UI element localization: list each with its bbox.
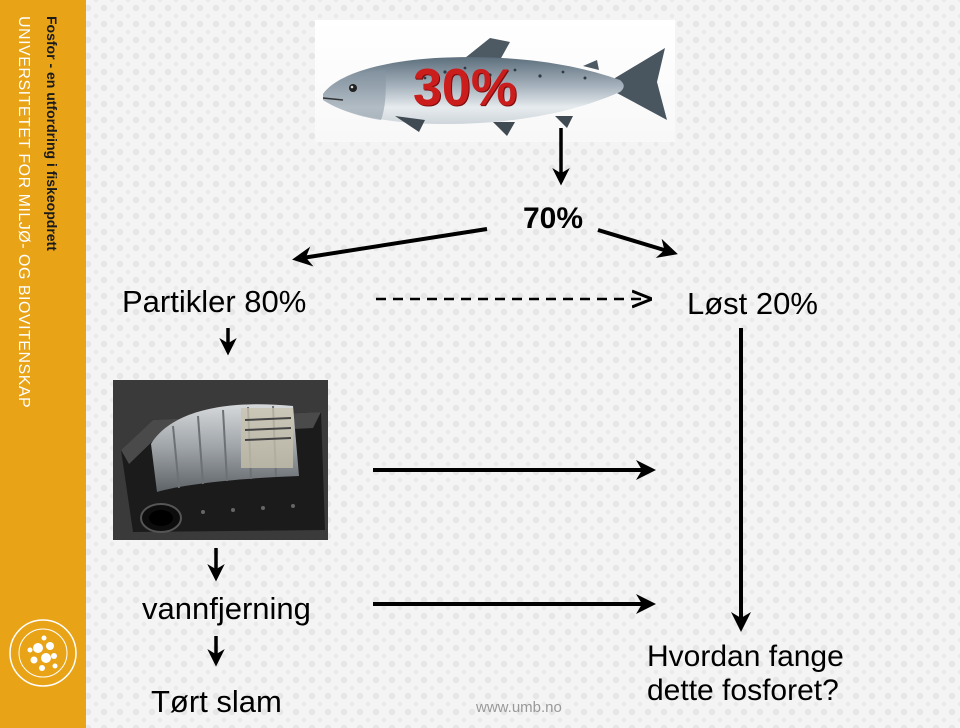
sidebar: UNIVERSITETET FOR MILJØ- OG BIOVITENSKAP… [0,0,86,728]
dissolved-label: Løst 20% [687,286,818,321]
question-line-2: dette fosforet? [647,674,839,707]
drum-filter-icon [113,380,328,540]
presentation-topic: Fosfor - en utfordring i fiskeopdrett [44,16,60,251]
dried-sludge-label: Tørt slam [151,684,282,719]
institution-name: UNIVERSITETET FOR MILJØ- OG BIOVITENSKAP [15,16,32,409]
salmon-image [315,20,675,142]
footer-url[interactable]: www.umb.no [476,699,562,716]
dewatering-label: vannfjerning [142,591,311,626]
fish-retention-percent: 30% [413,59,518,117]
question-line-1: Hvordan fange [647,640,844,673]
split-percent-label: 70% [523,202,584,235]
particles-label: Partikler 80% [122,284,307,319]
drum-filter-image [113,380,328,540]
arrow-to-particles [292,227,488,267]
arrow-to-dissolved [597,228,678,258]
university-seal-logo [9,619,77,687]
question-text: Hvordan fange dette fosforet? [647,640,844,708]
salmon-icon [322,38,667,136]
